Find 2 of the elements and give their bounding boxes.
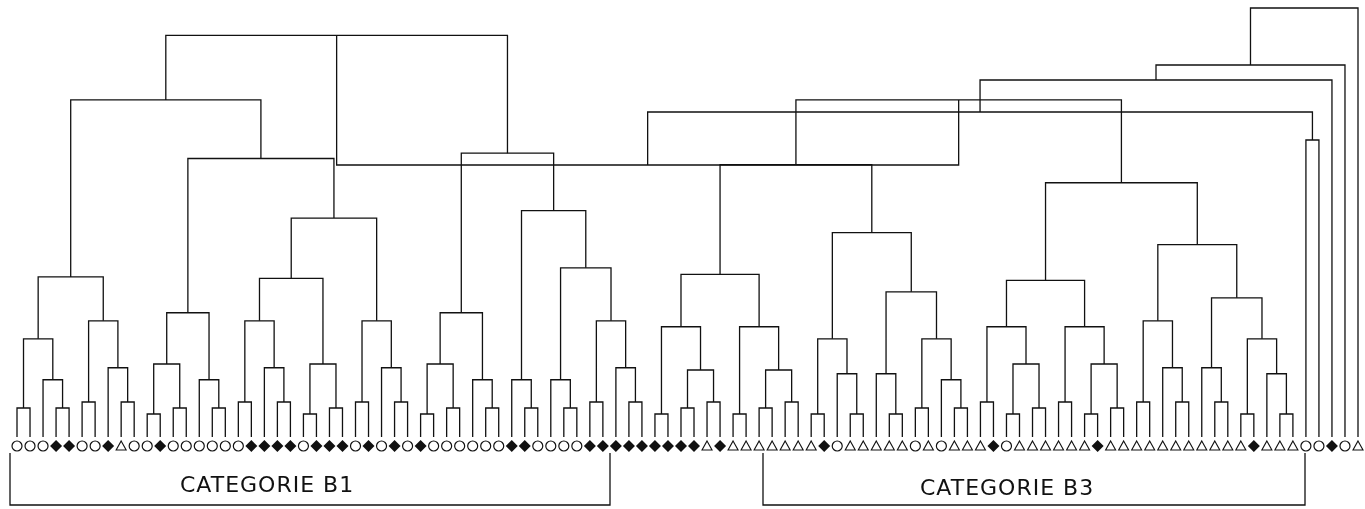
- category-label: CATEGORIE B3: [920, 475, 1095, 500]
- category-label: CATEGORIE B1: [180, 472, 355, 497]
